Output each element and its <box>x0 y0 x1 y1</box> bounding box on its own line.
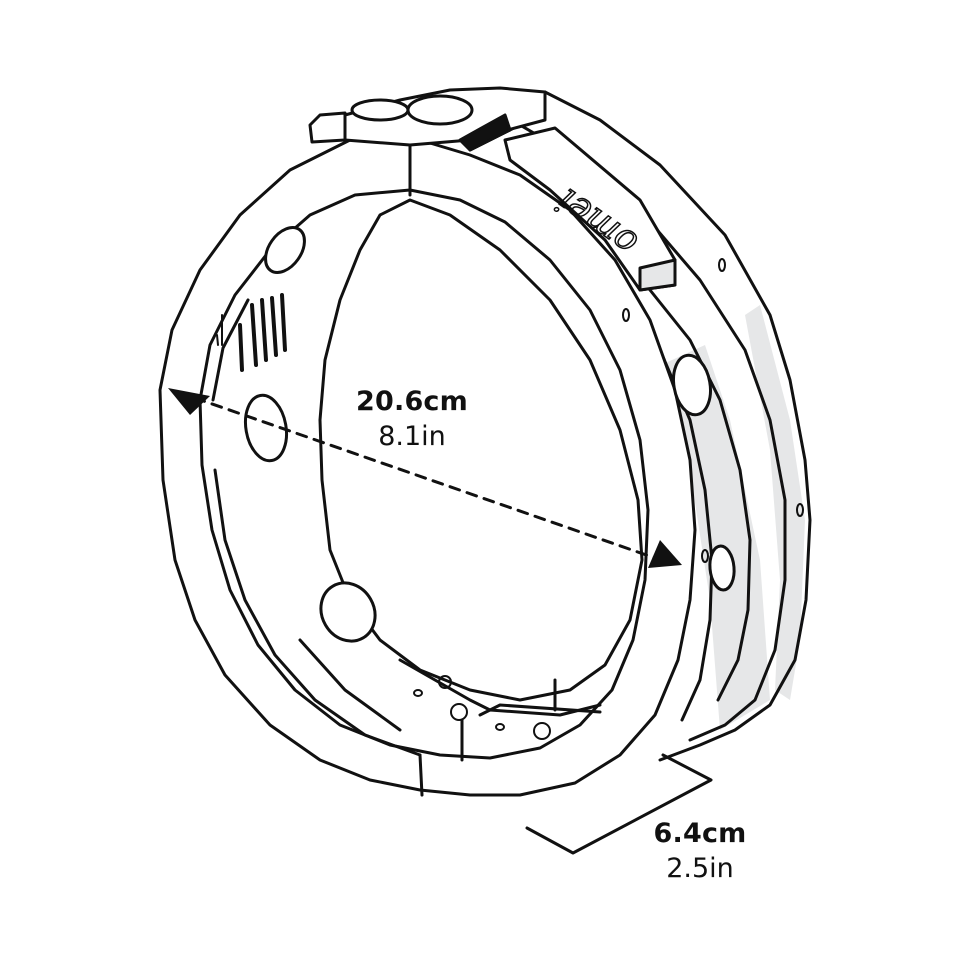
depth-metric: 6.4cm <box>653 818 747 849</box>
depth-label: 6.4cm 2.5in <box>640 820 760 882</box>
arrowhead-right-icon <box>648 540 682 568</box>
seam <box>418 753 424 797</box>
ring-inner-back-edge <box>318 198 644 702</box>
diameter-metric: 20.6cm <box>356 386 468 417</box>
diameter-label: 20.6cm 8.1in <box>352 388 472 450</box>
bottom-bracket <box>398 658 602 717</box>
arrowhead-left-icon <box>168 388 210 415</box>
mounting-bracket <box>308 86 547 152</box>
diameter-dimension-line <box>168 388 682 568</box>
band-line <box>211 298 250 402</box>
band-line <box>298 638 402 732</box>
diameter-imperial: 8.1in <box>378 421 446 452</box>
band-line <box>213 468 422 757</box>
depth-imperial: 2.5in <box>666 853 734 884</box>
label-strip-text <box>216 293 287 372</box>
screw-holes <box>413 258 804 740</box>
brand-plate <box>503 126 677 292</box>
depth-dimension-bracket <box>525 753 713 855</box>
knockout-holes <box>243 226 736 643</box>
